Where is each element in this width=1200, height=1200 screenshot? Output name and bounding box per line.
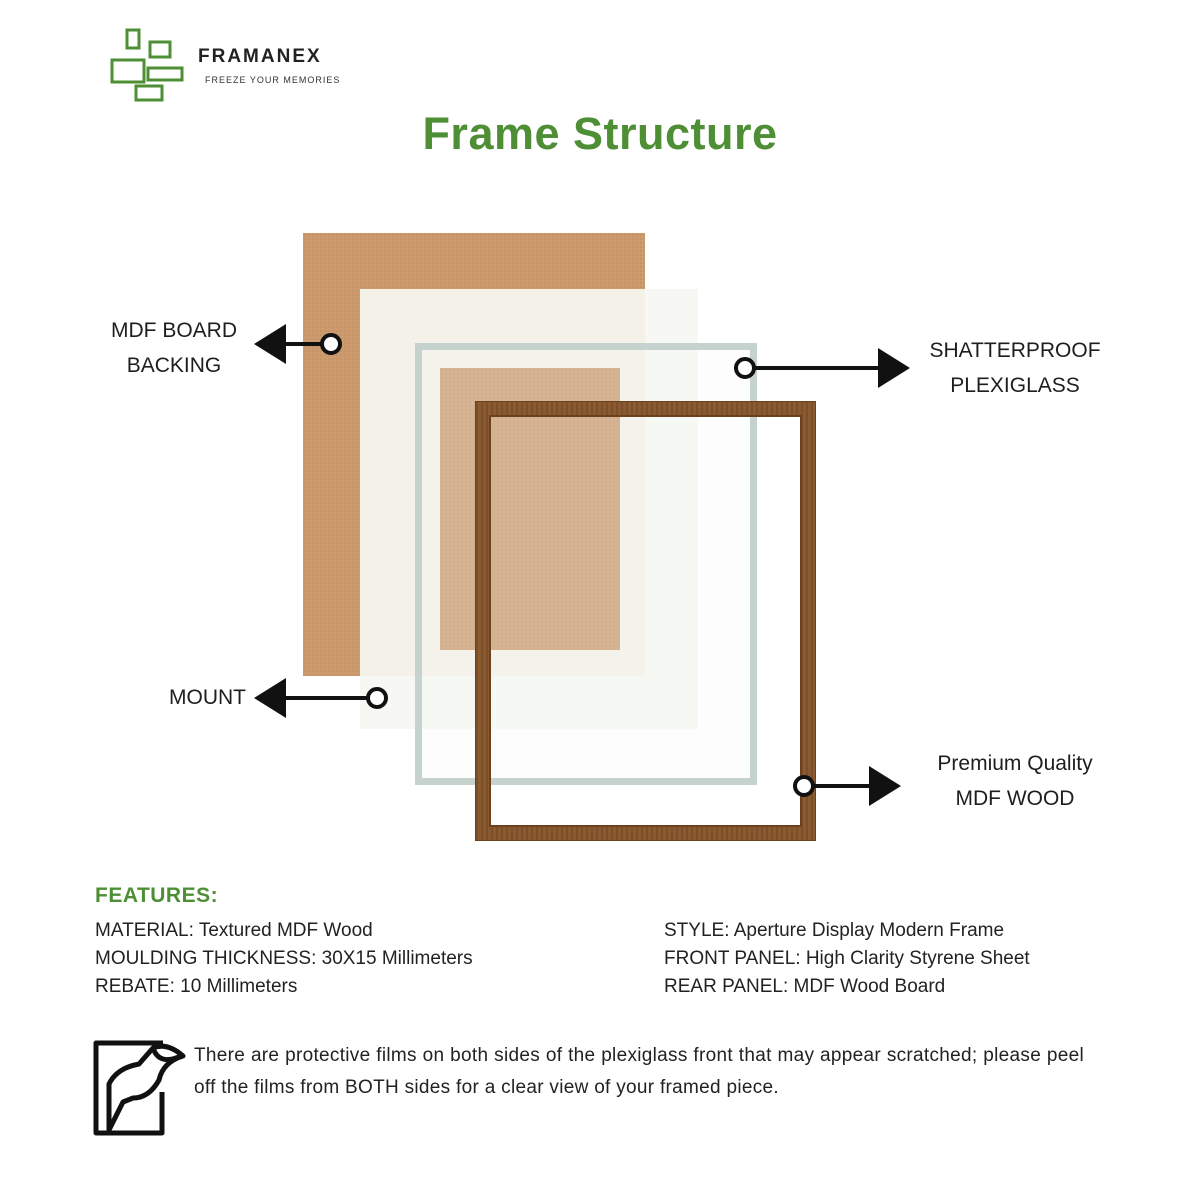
features-right-list: STYLE: Aperture Display Modern Frame FRO… <box>664 917 1144 1001</box>
brand-tagline: FREEZE YOUR MEMORIES <box>205 75 341 85</box>
protective-film-note: There are protective films on both sides… <box>194 1045 1084 1098</box>
arrow-plexiglass <box>734 348 910 388</box>
feature-item: MATERIAL: Textured MDF Wood <box>95 920 373 941</box>
arrow-mount <box>254 678 388 718</box>
callout-backing-line1: MDF BOARD <box>111 319 237 342</box>
callout-backing: MDF BOARD BACKING <box>98 313 250 383</box>
callout-plexiglass-line1: SHATTERPROOF <box>929 339 1101 362</box>
frames-logo-icon <box>110 28 184 102</box>
feature-item: MOULDING THICKNESS: 30X15 Millimeters <box>95 948 473 969</box>
peel-film-icon <box>93 1040 186 1136</box>
feature-item: FRONT PANEL: High Clarity Styrene Sheet <box>664 948 1030 969</box>
arrow-backing <box>254 324 342 364</box>
callout-wood-line1: Premium Quality <box>937 752 1093 775</box>
features-left-list: MATERIAL: Textured MDF Wood MOULDING THI… <box>95 917 615 1001</box>
callout-mount-line1: MOUNT <box>169 686 246 709</box>
features-heading: FEATURES: <box>95 884 219 907</box>
page-title: Frame Structure <box>422 108 778 159</box>
callout-plexiglass: SHATTERPROOF PLEXIGLASS <box>910 333 1120 403</box>
feature-item: STYLE: Aperture Display Modern Frame <box>664 920 1005 941</box>
feature-item: REBATE: 10 Millimeters <box>95 976 298 997</box>
feature-item: REAR PANEL: MDF Wood Board <box>664 976 946 997</box>
arrow-wood <box>793 766 901 806</box>
callout-backing-line2: BACKING <box>126 354 222 377</box>
callout-mount: MOUNT <box>150 680 265 715</box>
wood-frame-moulding <box>476 402 815 840</box>
callout-wood: Premium Quality MDF WOOD <box>905 746 1125 816</box>
brand-logo: FRAMANEX FREEZE YOUR MEMORIES <box>110 28 370 104</box>
callout-wood-line2: MDF WOOD <box>955 787 1075 810</box>
callout-plexiglass-line2: PLEXIGLASS <box>950 374 1080 397</box>
brand-name: FRAMANEX <box>198 46 322 67</box>
